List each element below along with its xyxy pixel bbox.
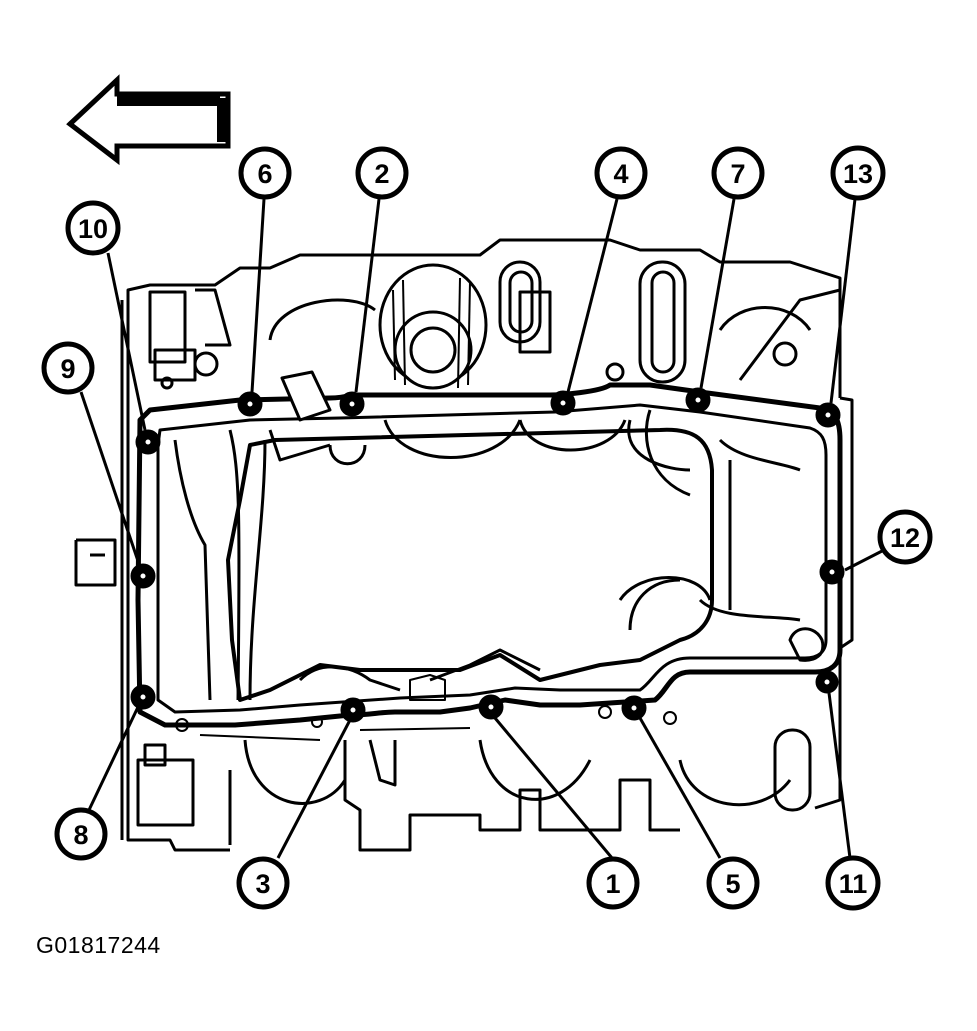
svg-text:2: 2 bbox=[374, 159, 389, 189]
bolt-9 bbox=[130, 563, 156, 589]
callouts: 1 2 3 4 5 6 7 8 9 10 11 12 13 bbox=[41, 145, 933, 911]
bolt-8 bbox=[130, 684, 156, 710]
bolt-2 bbox=[339, 391, 365, 417]
leader-6 bbox=[250, 198, 266, 393]
svg-text:11: 11 bbox=[839, 869, 868, 899]
leader-2 bbox=[354, 198, 381, 393]
callout-8: 8 bbox=[54, 807, 108, 861]
callout-1: 1 bbox=[586, 856, 640, 910]
bolt-11 bbox=[815, 670, 839, 694]
callout-10: 10 bbox=[65, 200, 121, 256]
leader-3 bbox=[276, 719, 352, 859]
svg-text:12: 12 bbox=[890, 523, 920, 553]
callout-6: 6 bbox=[238, 146, 292, 200]
engine-block bbox=[74, 238, 854, 852]
svg-text:4: 4 bbox=[613, 159, 628, 189]
callout-9: 9 bbox=[41, 341, 95, 395]
leader-4 bbox=[566, 198, 619, 393]
figure-id: G01817244 bbox=[36, 932, 161, 958]
svg-text:3: 3 bbox=[255, 869, 270, 899]
leader-13 bbox=[829, 198, 857, 404]
bolt-10 bbox=[135, 429, 161, 455]
svg-text:8: 8 bbox=[73, 820, 88, 850]
bolt-7 bbox=[685, 387, 711, 413]
leader-10 bbox=[106, 252, 147, 431]
svg-text:13: 13 bbox=[843, 159, 873, 189]
leader-1 bbox=[493, 717, 614, 859]
bolt-6 bbox=[237, 391, 263, 417]
callout-2: 2 bbox=[355, 146, 409, 200]
leader-11 bbox=[827, 692, 852, 859]
callout-12: 12 bbox=[877, 509, 933, 565]
bolt-3 bbox=[340, 697, 366, 723]
svg-text:10: 10 bbox=[78, 214, 108, 244]
oil-pan-gasket bbox=[135, 370, 843, 741]
callout-5: 5 bbox=[706, 856, 760, 910]
leader-5 bbox=[638, 717, 722, 859]
bolt-heads bbox=[130, 387, 845, 723]
leader-12 bbox=[844, 548, 885, 572]
callout-11: 11 bbox=[825, 855, 881, 911]
svg-text:9: 9 bbox=[60, 354, 75, 384]
bolt-5 bbox=[621, 695, 647, 721]
callout-7: 7 bbox=[711, 146, 765, 200]
leader-8 bbox=[87, 706, 140, 811]
svg-text:1: 1 bbox=[605, 869, 620, 899]
bolt-12 bbox=[819, 559, 845, 585]
bolt-1 bbox=[478, 694, 504, 720]
callout-3: 3 bbox=[236, 856, 290, 910]
callout-13: 13 bbox=[830, 145, 886, 201]
left-arrow-icon bbox=[66, 74, 231, 166]
svg-text:6: 6 bbox=[257, 159, 272, 189]
leader-lines bbox=[79, 198, 885, 859]
leader-7 bbox=[699, 198, 736, 389]
svg-text:5: 5 bbox=[725, 869, 740, 899]
svg-text:7: 7 bbox=[730, 159, 745, 189]
bolt-13 bbox=[815, 402, 841, 428]
callout-4: 4 bbox=[594, 146, 648, 200]
leader-9 bbox=[79, 391, 141, 565]
bolt-4 bbox=[550, 390, 576, 416]
